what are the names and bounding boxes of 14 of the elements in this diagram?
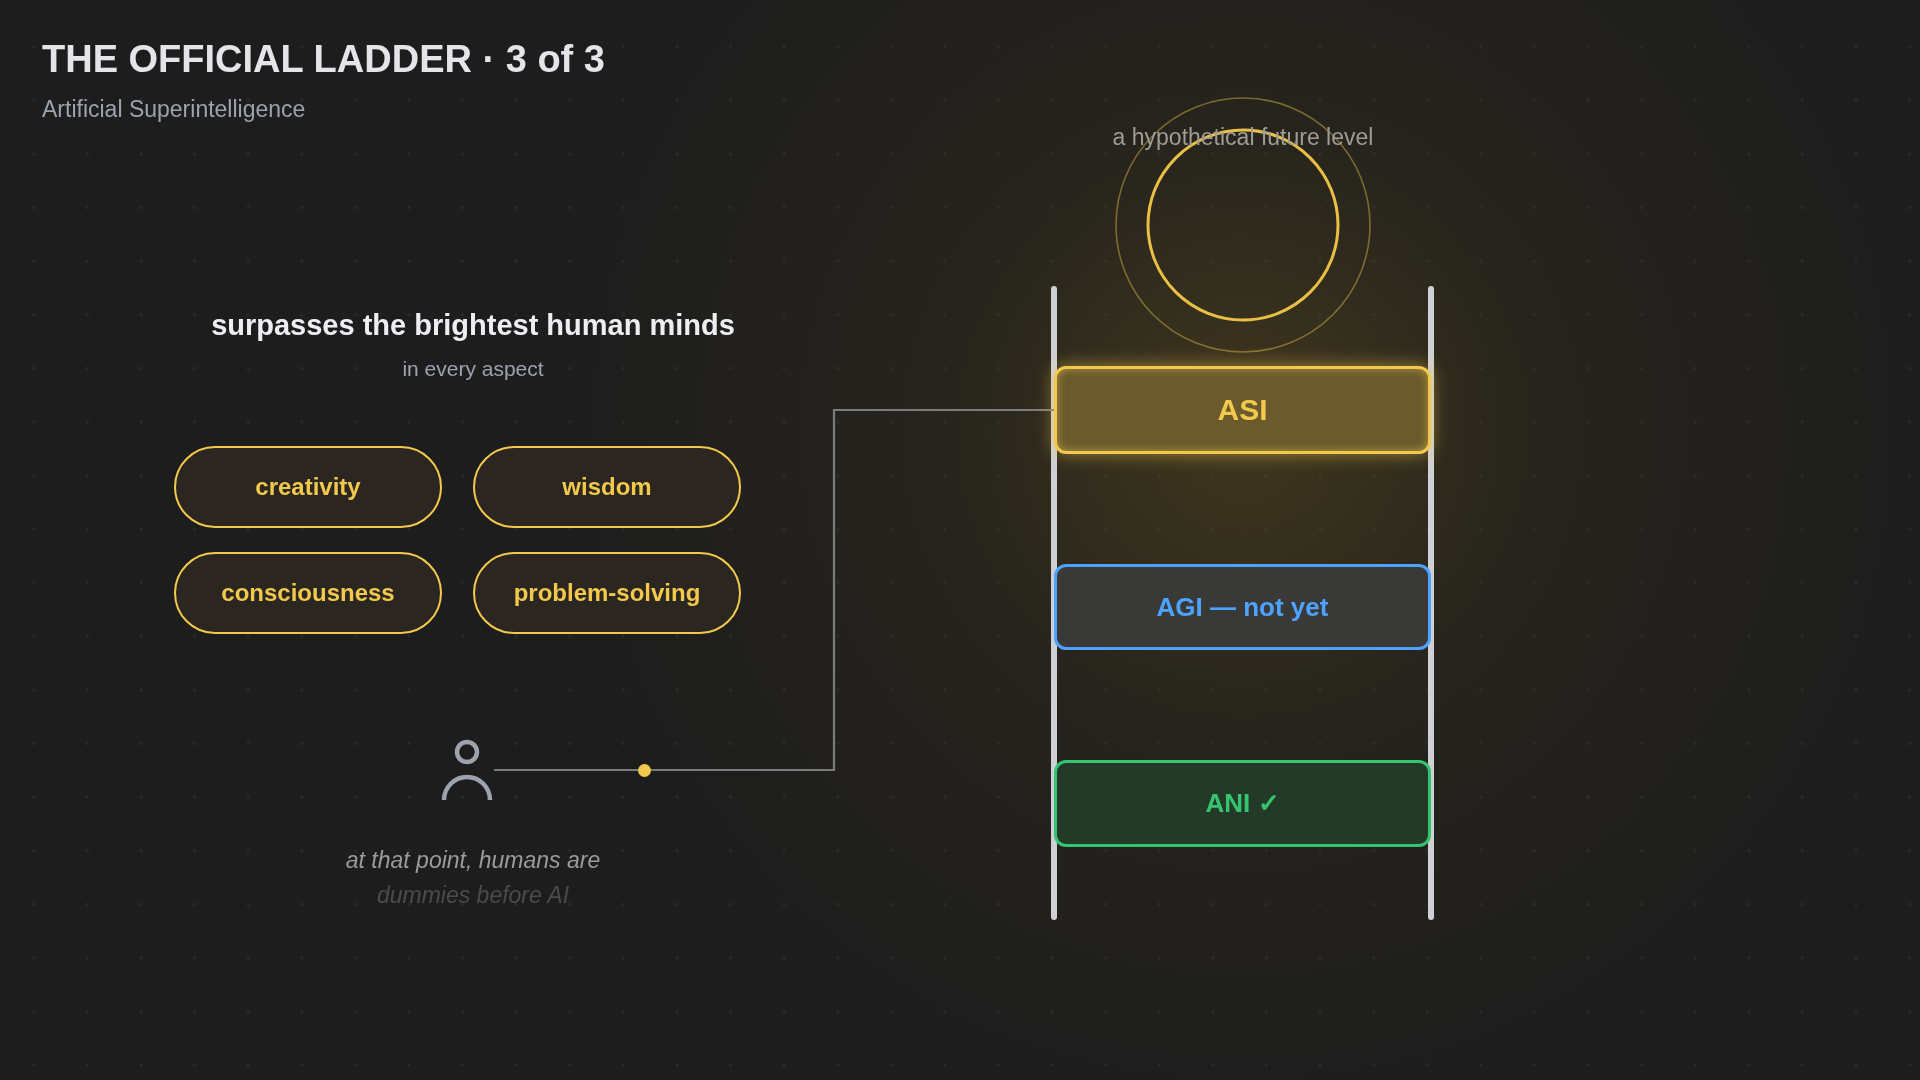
page-title: THE OFFICIAL LADDER · 3 of 3 (42, 37, 605, 83)
trait-tag: creativity (174, 446, 442, 528)
caption-text: at that point, humans are (345, 847, 601, 875)
trait-tag: consciousness (174, 552, 442, 634)
ladder-rung: ASI (1054, 366, 1431, 454)
ladder-rung: ANI ✓ (1054, 760, 1431, 847)
ladder-rung: AGI — not yet (1054, 564, 1431, 650)
section-heading: surpasses the brightest human minds (211, 307, 735, 343)
subtitle: Artificial Superintelligence (42, 96, 306, 124)
trait-tag: wisdom (473, 446, 741, 528)
subheading: in every aspect (402, 356, 544, 382)
connector-line (494, 408, 1054, 772)
trait-tag: problem-solving (473, 552, 741, 634)
person-icon (440, 738, 494, 802)
